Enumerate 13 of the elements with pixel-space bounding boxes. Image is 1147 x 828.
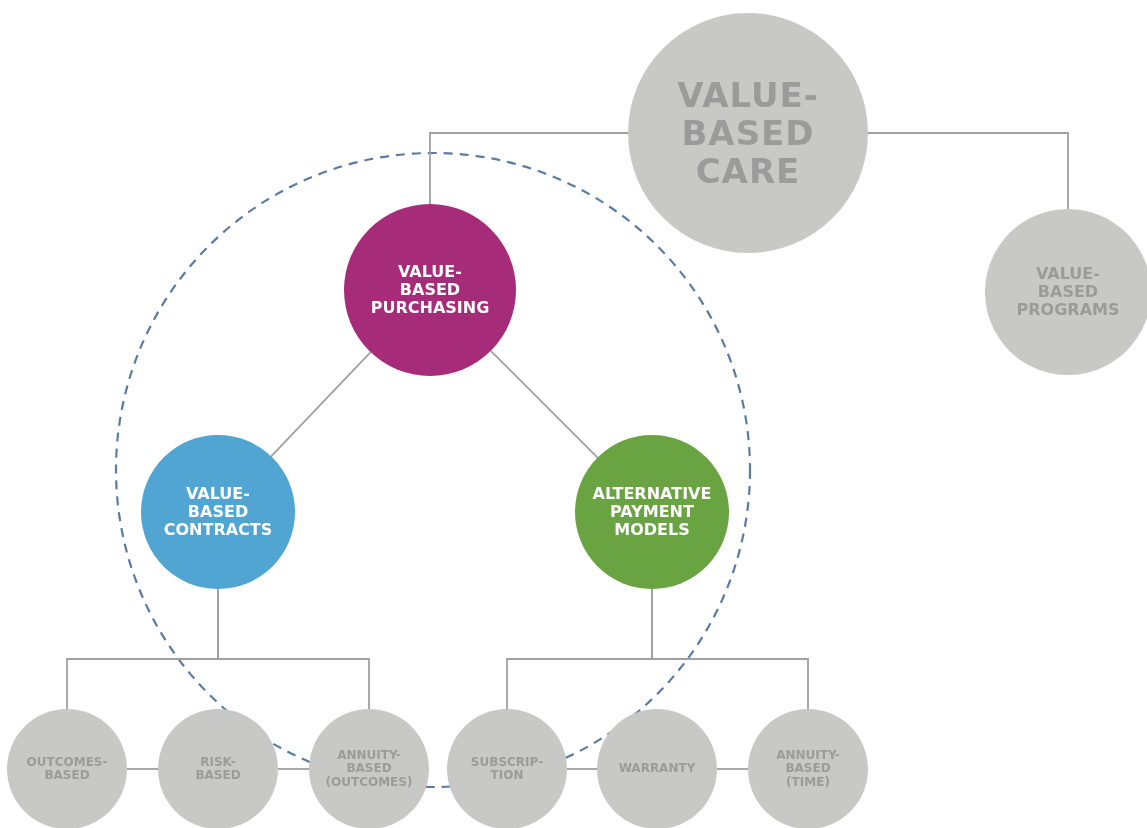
connector-line — [277, 768, 310, 770]
connector-line — [429, 132, 629, 205]
connector-line — [867, 132, 1069, 210]
node-label: VALUE- BASED PURCHASING — [370, 263, 490, 317]
connector-line — [126, 768, 159, 770]
connector-line — [651, 588, 809, 710]
connector-line — [489, 349, 599, 459]
node-label: VALUE- BASED CONTRACTS — [163, 485, 273, 539]
node-label: ALTERNATIVE PAYMENT MODELS — [592, 485, 712, 539]
connector-line — [566, 768, 598, 770]
connector-line — [270, 351, 372, 458]
connector-line — [716, 768, 749, 770]
connector-line — [217, 588, 370, 710]
